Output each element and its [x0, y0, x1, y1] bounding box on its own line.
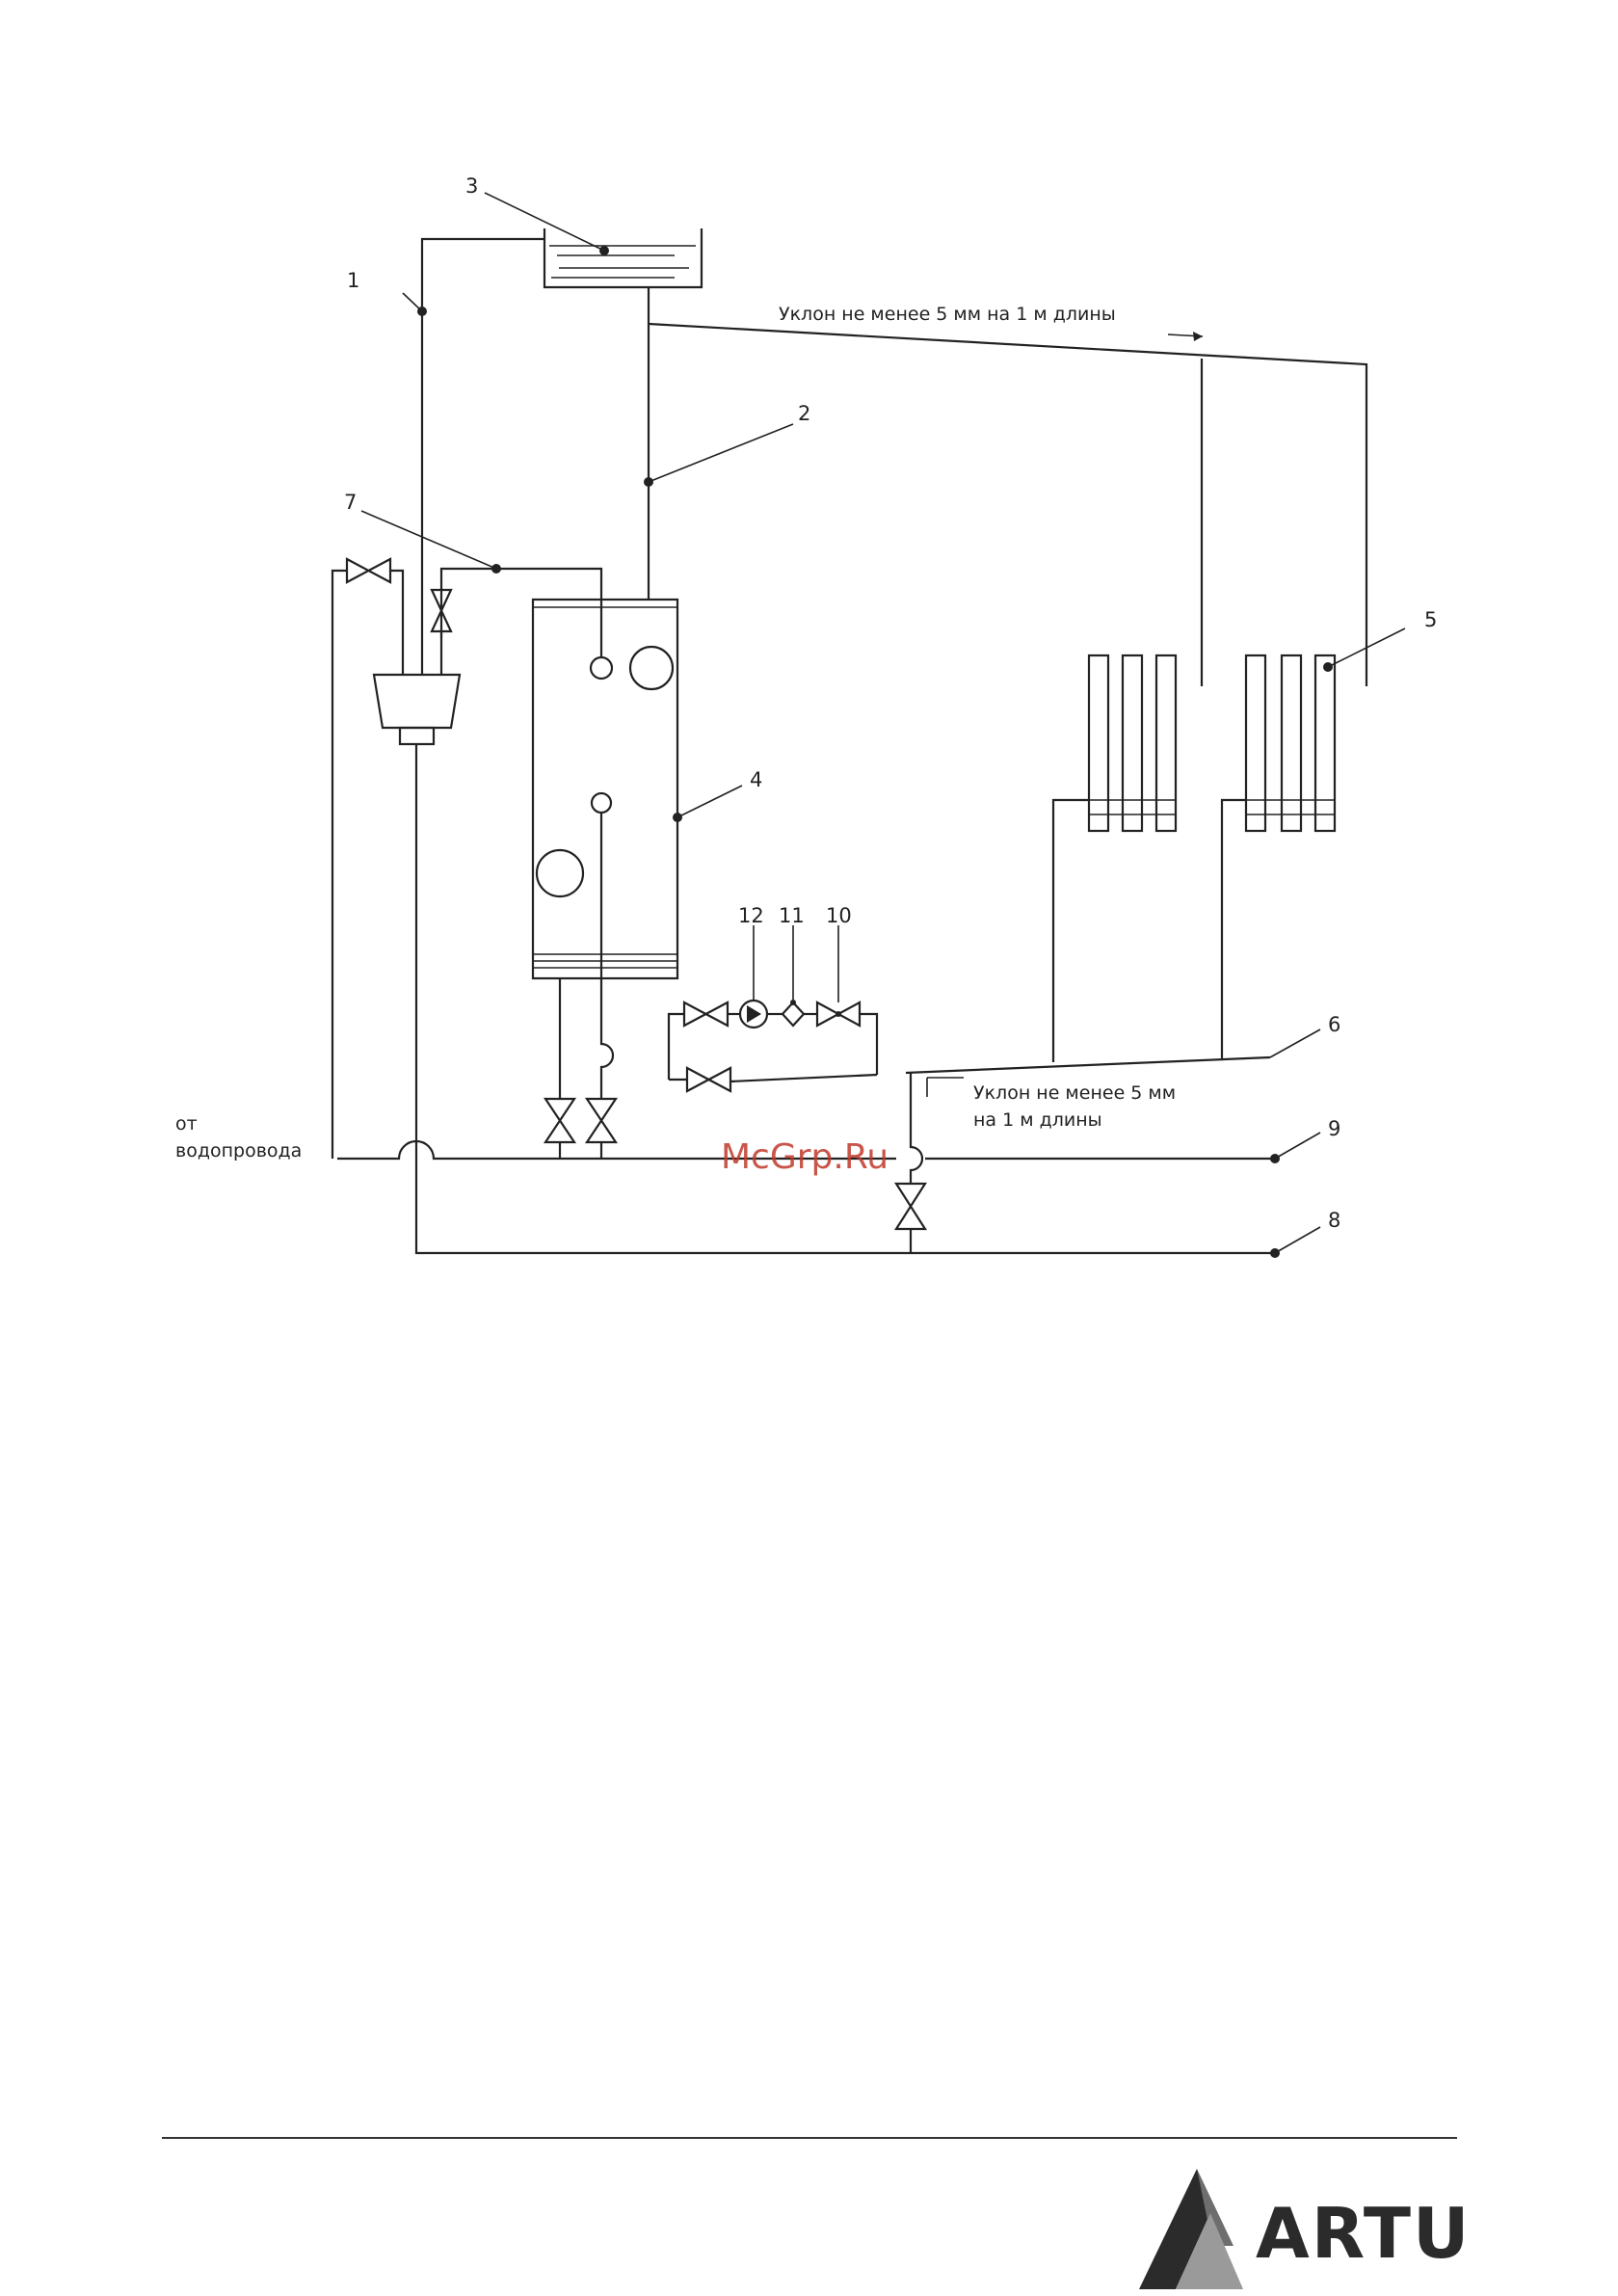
filter-11 [782, 1000, 804, 1026]
callout-11: 11 [779, 904, 805, 927]
callout-10: 10 [826, 904, 852, 927]
slope-note-top: Уклон не менее 5 мм на 1 м длины [779, 304, 1116, 325]
funnel [374, 675, 460, 1152]
callout-5: 5 [1424, 608, 1437, 631]
artu-logo: ARTU [1139, 2169, 1472, 2289]
boiler-outlet-right [601, 813, 613, 1099]
valve-return-drop [896, 1184, 925, 1229]
callout-6: 6 [1328, 1013, 1340, 1036]
valve-10 [817, 1002, 860, 1026]
callout-1: 1 [347, 269, 359, 292]
water-source-label-line1: от [175, 1113, 198, 1135]
boiler [533, 600, 677, 978]
pipe-7 [441, 569, 601, 657]
callout-7: 7 [344, 491, 357, 514]
bypass-left-top [390, 571, 403, 675]
slope-arrow-top [1168, 332, 1203, 341]
pump-branch-right [860, 1014, 877, 1075]
radiator-left [1053, 655, 1176, 1062]
callout-12: 12 [738, 904, 764, 927]
callout-8: 8 [1328, 1209, 1340, 1232]
valve-return-bypass [687, 1068, 730, 1091]
callout-4: 4 [750, 768, 762, 791]
callout-leaders [361, 193, 1405, 1258]
valve-boiler-left [545, 1099, 574, 1142]
water-source-label-line2: водопровода [175, 1140, 302, 1161]
valve-bypass-top [684, 1002, 728, 1026]
watermark: McGrp.Ru [721, 1137, 889, 1177]
slope-arrow-bottom [927, 1078, 964, 1097]
expansion-tank [544, 228, 702, 287]
bypass-left [332, 571, 347, 1159]
radiator-right [1222, 655, 1335, 1058]
slope-note-bottom-line2: на 1 м длины [973, 1109, 1102, 1131]
return-drop [911, 1073, 922, 1184]
return-line-6-right [906, 1057, 1270, 1073]
valve-boiler-right [587, 1099, 616, 1142]
callout-3: 3 [465, 174, 478, 198]
brand-name: ARTU [1256, 2193, 1472, 2274]
valve-left-top [347, 559, 390, 582]
supply-line [649, 324, 1366, 686]
callout-2: 2 [798, 402, 810, 425]
callout-9: 9 [1328, 1117, 1340, 1140]
pump-12 [740, 1001, 767, 1028]
pump-branch [669, 1014, 684, 1080]
slope-note-bottom-line1: Уклон не менее 5 мм [973, 1082, 1176, 1104]
return-line-6 [730, 1075, 877, 1081]
